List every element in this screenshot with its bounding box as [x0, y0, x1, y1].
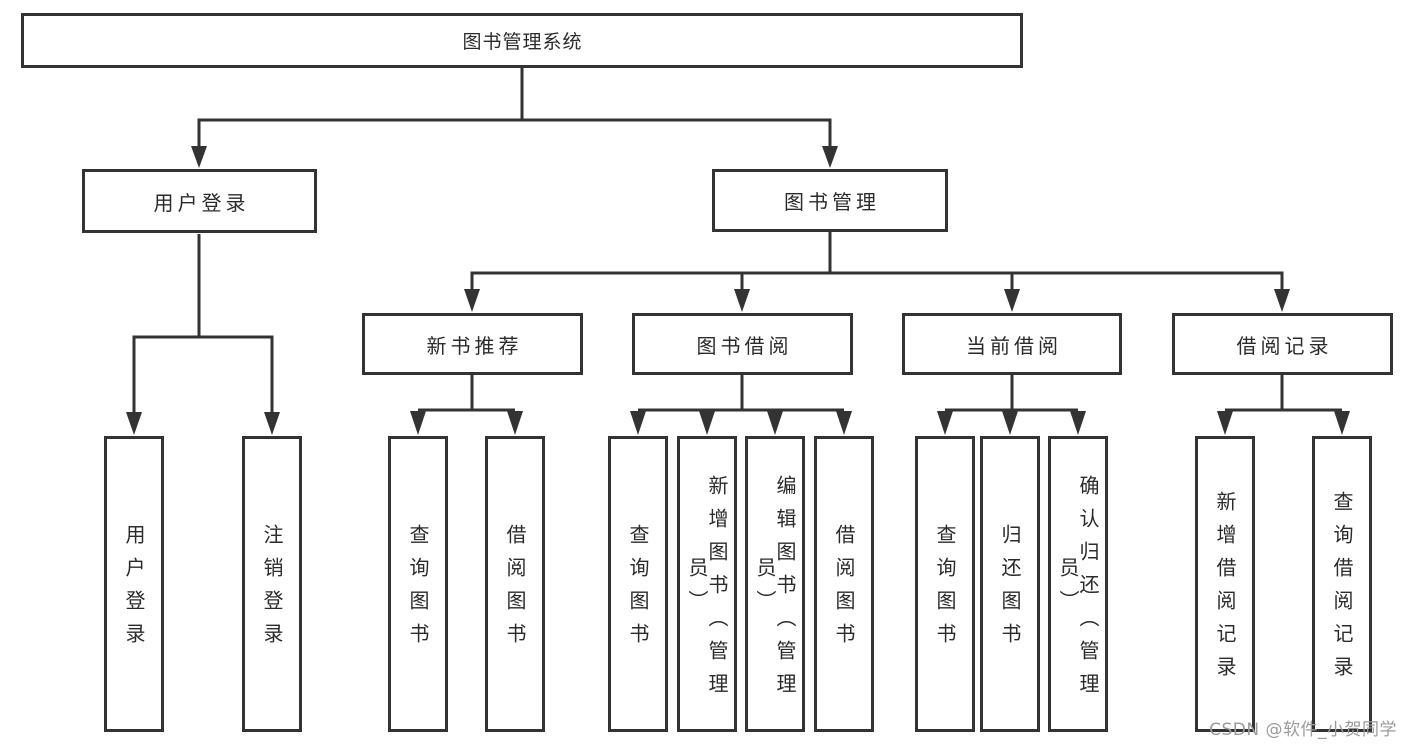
connector-paths: [132, 68, 1342, 414]
arrow-down-icon: [734, 289, 750, 312]
node-new-book-recommendation: 新书推荐: [362, 313, 583, 375]
connector-book-borrow-group: [638, 374, 844, 412]
connector-borrow-record-group: [1225, 374, 1342, 412]
node-book-borrowing: 图书借阅: [632, 313, 853, 375]
arrow-down-icon: [836, 411, 852, 435]
node-current-borrowing: 当前借阅: [902, 313, 1122, 375]
leaf-search-books: 查询图书: [388, 436, 448, 732]
watermark: CSDN @软件_小贺同学: [1209, 720, 1397, 740]
arrow-down-icon: [507, 411, 523, 435]
leaf-add-borrow-record: 新增借阅记录: [1195, 436, 1255, 732]
leaf-return-book: 归还图书: [980, 436, 1040, 732]
arrow-down-icon: [1217, 411, 1233, 435]
arrow-down-icon: [1274, 289, 1290, 312]
arrow-down-icon: [410, 411, 426, 435]
connector-level3: [470, 232, 1284, 291]
connector-current-borrow-group: [945, 374, 1078, 412]
connector-level2: [197, 68, 832, 148]
node-book-management: 图书管理: [712, 169, 948, 232]
connector-user-login-group: [132, 234, 274, 414]
arrow-down-icon: [1070, 411, 1086, 435]
arrow-down-icon: [699, 411, 715, 435]
leaf-borrow-books: 借阅图书: [485, 436, 545, 732]
arrowhead-icons: [126, 146, 1350, 435]
connector-new-book-group: [418, 374, 515, 412]
arrow-down-icon: [1334, 411, 1350, 435]
leaf-search-borrow-record: 查询借阅记录: [1312, 436, 1372, 732]
leaf-user-login: 用户登录: [104, 436, 164, 732]
arrow-down-icon: [191, 146, 207, 168]
leaf-confirm-return-admin: 确认归还（管理员）: [1048, 436, 1108, 732]
leaf-search-books: 查询图书: [608, 436, 668, 732]
arrow-down-icon: [767, 411, 783, 435]
arrow-down-icon: [1002, 411, 1018, 435]
arrow-down-icon: [464, 289, 480, 312]
leaf-add-book-admin: 新增图书（管理员）: [677, 436, 737, 732]
node-borrowing-records: 借阅记录: [1172, 313, 1393, 375]
leaf-borrow-books: 借阅图书: [814, 436, 874, 732]
arrow-down-icon: [937, 411, 953, 435]
leaf-search-books: 查询图书: [915, 436, 975, 732]
arrow-down-icon: [822, 146, 838, 168]
node-library-management-system: 图书管理系统: [21, 13, 1023, 68]
leaf-edit-book-admin: 编辑图书（管理员）: [745, 436, 805, 732]
arrow-down-icon: [1004, 289, 1020, 312]
arrow-down-icon: [630, 411, 646, 435]
node-user-login: 用户登录: [82, 169, 317, 233]
arrow-down-icon: [126, 412, 142, 435]
arrow-down-icon: [264, 412, 280, 435]
leaf-logout: 注销登录: [242, 436, 302, 732]
